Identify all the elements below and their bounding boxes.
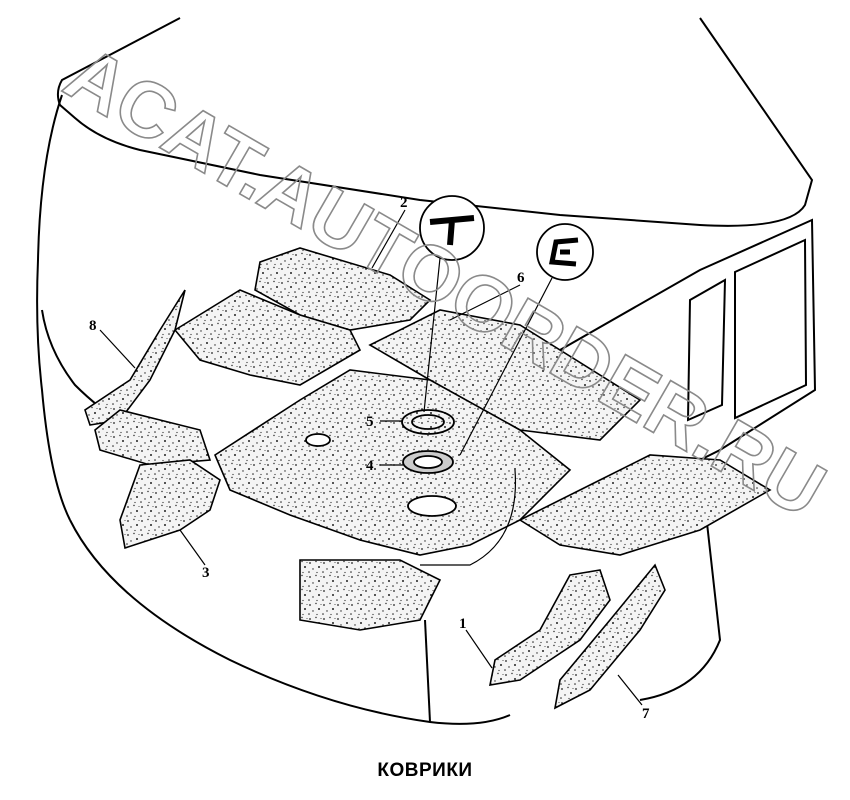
mat-1 bbox=[488, 569, 611, 686]
mat-7 bbox=[553, 563, 666, 710]
floor-plug bbox=[305, 433, 331, 447]
leader-lines bbox=[99, 209, 643, 706]
leader-7 bbox=[617, 674, 643, 706]
leader-8 bbox=[99, 329, 136, 369]
figure-caption: КОВРИКИ bbox=[377, 760, 473, 781]
part-4-ring-inner bbox=[413, 455, 443, 469]
cab-outline bbox=[36, 17, 817, 725]
leader-3 bbox=[179, 529, 206, 566]
callout-3: 3 bbox=[202, 565, 210, 581]
window-1 bbox=[686, 278, 727, 422]
mat-8 bbox=[84, 289, 186, 426]
callout-6: 6 bbox=[517, 270, 525, 286]
floor-hole bbox=[407, 495, 457, 517]
leader-1 bbox=[465, 629, 493, 669]
mat-2 bbox=[254, 247, 432, 331]
cab-side-left bbox=[36, 94, 71, 521]
mat-right-step bbox=[518, 454, 772, 556]
callout-numbers: 2 6 5 4 8 3 1 7 bbox=[89, 195, 650, 722]
callout-1: 1 bbox=[459, 616, 467, 632]
part-5-ring-inner bbox=[411, 414, 445, 430]
callout-4: 4 bbox=[366, 458, 374, 474]
mat-3 bbox=[119, 459, 221, 550]
mat-rear-left bbox=[173, 289, 362, 386]
callout-5: 5 bbox=[366, 414, 374, 430]
part-5-ring bbox=[401, 409, 455, 435]
cab-roof-edge bbox=[56, 17, 814, 227]
leader-6 bbox=[449, 284, 521, 321]
door-frame bbox=[559, 218, 817, 461]
mats bbox=[84, 247, 772, 710]
callout-2: 2 bbox=[400, 195, 408, 211]
window-2 bbox=[734, 238, 808, 420]
mat-left-front bbox=[94, 409, 212, 466]
callout-7: 7 bbox=[642, 706, 650, 722]
t-profile-icon bbox=[429, 215, 475, 246]
leader-loop bbox=[420, 469, 517, 566]
parts bbox=[305, 195, 594, 517]
leader-2 bbox=[371, 209, 406, 269]
u-profile-icon bbox=[548, 237, 579, 267]
callout-8: 8 bbox=[89, 318, 97, 334]
side-panel-line bbox=[639, 459, 722, 701]
cab-center-line bbox=[424, 619, 431, 723]
leader-detail-t bbox=[423, 257, 441, 413]
leader-detail-u bbox=[459, 277, 553, 456]
cab-bottom-edge bbox=[69, 519, 511, 725]
mat-tunnel bbox=[299, 559, 442, 631]
